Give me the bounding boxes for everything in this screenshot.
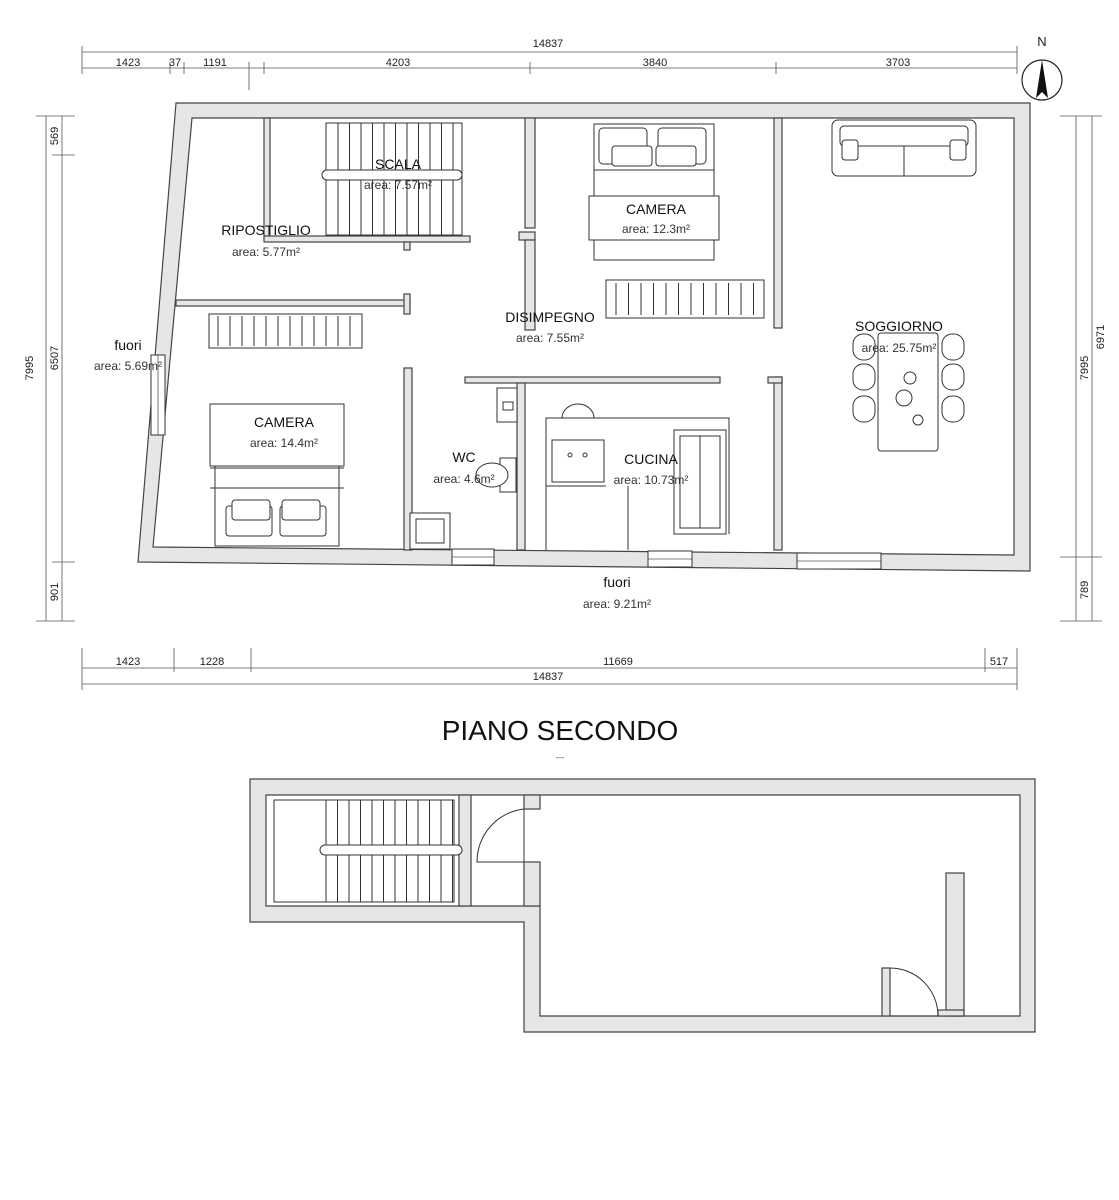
radiator-icon <box>605 279 765 319</box>
room-fuori-left-area: area: 5.69m² <box>94 359 162 373</box>
dim-bottom-seg-3: 11669 <box>603 656 633 668</box>
room-scala-name: SCALA <box>375 156 422 172</box>
dim-top-seg-5: 3840 <box>643 57 667 69</box>
compass-label: N <box>1037 34 1046 49</box>
dim-left-inner: 6507 <box>49 346 61 370</box>
room-camera-top-name: CAMERA <box>626 201 687 217</box>
fridge-icon <box>673 429 727 535</box>
top-dimension-lines <box>81 46 1018 90</box>
floor-title: PIANO SECONDO <box>442 715 678 746</box>
room-camera-bottom-area: area: 14.4m² <box>250 436 318 450</box>
sink-icon <box>496 387 518 423</box>
radiator-icon <box>208 313 363 349</box>
room-soggiorno-name: SOGGIORNO <box>855 318 943 334</box>
room-ripostiglio-name: RIPOSTIGLIO <box>221 222 311 238</box>
room-scala-area: area: 7.57m² <box>364 178 432 192</box>
left-dimension-lines <box>36 115 75 622</box>
room-camera-bottom-name: CAMERA <box>254 414 315 430</box>
dim-bottom-total: 14837 <box>533 671 564 683</box>
dim-right-inner: 6971 <box>1095 325 1107 349</box>
dim-left-top: 569 <box>49 127 61 145</box>
dim-left-bottom: 901 <box>49 583 61 601</box>
sofa-icon <box>831 119 977 177</box>
dining-table-icon <box>852 332 965 452</box>
dim-top-seg-4: 4203 <box>386 57 410 69</box>
dim-top-seg-1: 1423 <box>116 57 140 69</box>
dim-right-outer: 7995 <box>1079 356 1091 380</box>
dim-top-seg-6: 3703 <box>886 57 910 69</box>
room-fuori-bottom-area: area: 9.21m² <box>583 597 651 611</box>
room-disimpegno-name: DISIMPEGNO <box>505 309 595 325</box>
dim-left-outer: 7995 <box>24 356 36 380</box>
second-floor-walls <box>249 778 1036 1033</box>
dim-top-seg-2: 37 <box>169 57 181 69</box>
room-cucina-area: area: 10.73m² <box>614 473 689 487</box>
door-swing-icon <box>476 808 525 863</box>
staircase-icon <box>273 799 463 903</box>
bottom-dimension-lines <box>81 648 1018 690</box>
windows <box>150 354 882 570</box>
double-bed-icon <box>209 403 345 547</box>
dim-bottom-seg-4: 517 <box>990 656 1008 668</box>
dim-top-total: 14837 <box>533 38 564 50</box>
floor-subtitle: --- <box>556 753 564 762</box>
door-swing-icon <box>889 967 939 1017</box>
kitchen-counter-icon <box>545 403 730 550</box>
dim-bottom-seg-2: 1228 <box>200 656 224 668</box>
first-floor-walls <box>137 102 1031 572</box>
dim-right-bottom: 789 <box>1079 581 1091 599</box>
double-bed-icon <box>588 123 720 261</box>
dim-bottom-seg-1: 1423 <box>116 656 140 668</box>
right-dimension-lines <box>1060 115 1102 622</box>
room-ripostiglio-area: area: 5.77m² <box>232 245 300 259</box>
room-disimpegno-area: area: 7.55m² <box>516 331 584 345</box>
staircase-icon <box>321 122 463 236</box>
shower-icon <box>409 512 451 550</box>
room-soggiorno-area: area: 25.75m² <box>862 341 937 355</box>
room-fuori-left-name: fuori <box>114 337 141 353</box>
room-fuori-bottom-name: fuori <box>603 574 630 590</box>
dim-top-seg-3: 1191 <box>203 57 227 69</box>
room-camera-top-area: area: 12.3m² <box>622 222 690 236</box>
north-arrow-icon <box>1021 59 1063 101</box>
room-wc-area: area: 4.6m² <box>433 472 494 486</box>
room-cucina-name: CUCINA <box>624 451 678 467</box>
room-wc-name: WC <box>452 449 475 465</box>
toilet-icon <box>475 457 517 493</box>
